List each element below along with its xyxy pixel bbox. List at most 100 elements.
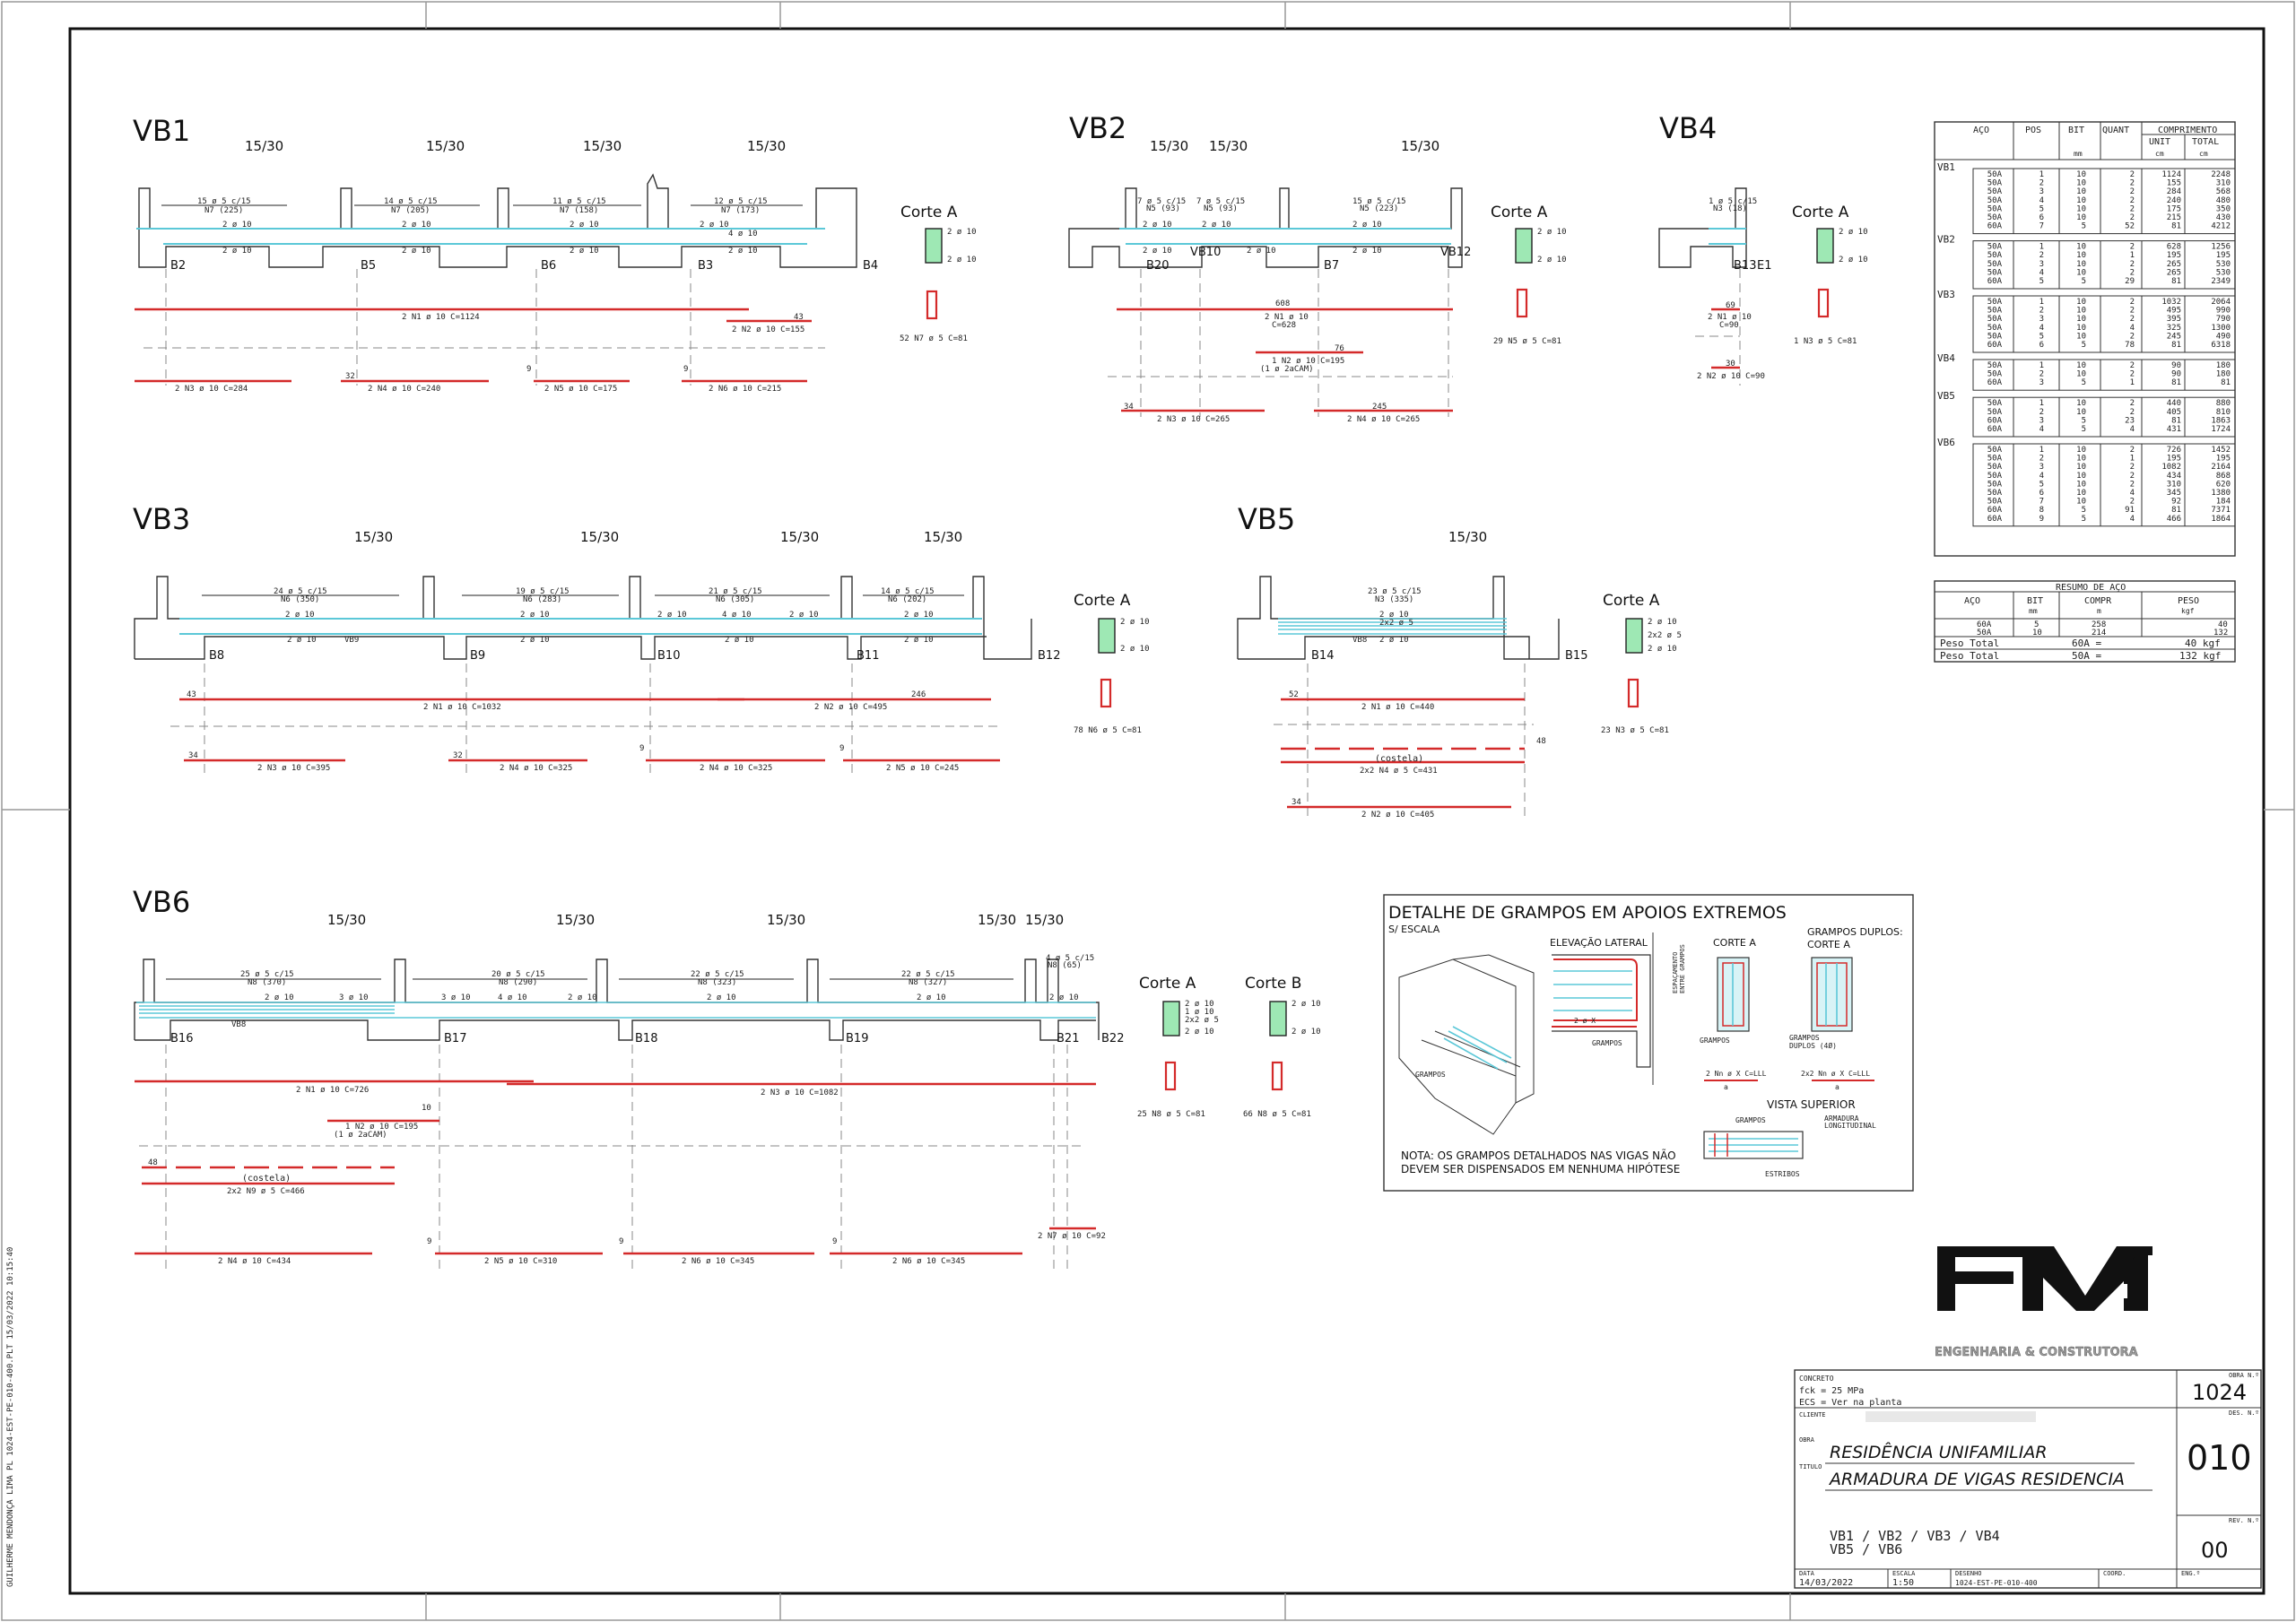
vb1-section-2: 15/30 [426,138,465,154]
steel-cell: 10 [2076,463,2086,472]
beam-vb3: VB3 15/30 15/30 15/30 15/30 24 ø 5 c/15 … [133,502,1150,776]
steel-cell: 2064 [2211,298,2231,307]
steel-cell: 10 [2076,498,2086,507]
summary-r1-bit: 5 [2034,620,2039,629]
vb1-bar-n1: 2 N1 ø 10 C=1124 [402,313,480,322]
summary-r1-compr: 258 [2092,620,2106,629]
summary-r2-peso: 132 [2213,629,2228,638]
steel-cell: 1724 [2211,425,2231,434]
vb2-bottom-2: 2 ø 10 [1247,247,1276,256]
vb2-section-bottom: 2 ø 10 [1537,256,1567,265]
steel-group-vb2: VB2 [1937,234,1955,246]
vb1-bar-n6: 2 N6 ø 10 C=215 [709,385,781,394]
vb3-section-top: 2 ø 10 [1120,618,1150,627]
steel-cell: 310 [2167,480,2181,489]
vb4-bar-n1-c: C=90 [1719,321,1739,330]
steel-cell: 4 [2130,324,2135,333]
steel-cell: 50A [1987,472,2003,481]
steel-cell: 50A [1987,446,2003,455]
steel-cell: 3 [2039,315,2044,324]
steel-cell: 7371 [2211,506,2231,515]
detail-espacamento-1: ESPAÇAMENTO [1672,952,1679,993]
vb6-support-b18: B18 [635,1032,657,1045]
summary-h-m: m [2097,607,2101,615]
vb1-top-2: 2 ø 10 [402,221,431,230]
vb2-section-rect [1515,228,1533,264]
steel-group-box [1972,359,2236,391]
tb-obra-n-label: OBRA N.º [2229,1372,2259,1379]
steel-cell: 50A [1987,268,2003,277]
steel-cell: 1 [2130,378,2135,387]
vb3-stirrup-1b: N6 (350) [281,595,319,604]
detail-grampos-corte: GRAMPOS [1700,1037,1730,1045]
vb2-section-note: 29 N5 ø 5 C=81 [1493,337,1561,346]
vb1-top-3: 2 ø 10 [570,221,599,230]
steel-cell: 215 [2167,213,2181,222]
vb2-corte-a: Corte A [1491,204,1548,221]
steel-cell: 50A [1987,489,2003,498]
vb6-bar-n2: 1 N2 ø 10 C=195 [345,1123,418,1132]
vb3-top-3: 2 ø 10 [657,611,687,620]
steel-cell: 10 [2076,213,2086,222]
vb5-stirrup-a: 23 ø 5 c/15 [1368,587,1422,596]
steel-cell: 5 [2082,515,2086,524]
steel-cell: 568 [2216,187,2231,196]
vb2-stirrup-2a: 7 ø 5 c/15 [1196,197,1245,206]
steel-group-box [1972,240,2236,290]
vb3-support-b12: B12 [1038,649,1060,663]
vb3-stirrup-3a: 21 ø 5 c/15 [709,587,762,596]
steel-cell: 6 [2039,489,2044,498]
steel-cell: 1082 [2161,463,2181,472]
tb-data-label: DATA [1799,1570,1815,1577]
steel-cell: 50A [1987,170,2003,179]
steel-cell: 50A [1987,251,2003,260]
steel-cell: 6 [2039,213,2044,222]
vb3-bar-n3: 2 N3 ø 10 C=395 [257,764,330,773]
vb4-stirrup-b: N3 (18) [1713,204,1747,213]
grampos-detail: DETALHE DE GRAMPOS EM APOIOS EXTREMOS S/… [1383,894,1914,1192]
tb-escala: 1:50 [1892,1578,1914,1588]
vb4-corte-a: Corte A [1792,204,1849,221]
steel-cell: 350 [2216,204,2231,213]
summary-total1-val: 40 kgf [2185,638,2221,649]
steel-cell: 29 [2125,277,2135,286]
vb3-stirrup-4b: N6 (202) [888,595,926,604]
vb1-stirrup-1b: N7 (225) [204,206,243,215]
summary-h-compr: COMPR [2084,596,2112,606]
vb2-bar-n2-note: (1 ø 2aCAM) [1260,365,1314,374]
steel-cell: 2 [2039,251,2044,260]
vb6-stirrup-b-shape [1271,1061,1283,1091]
steel-cell: 81 [2171,277,2181,286]
vb1-support-b5: B5 [361,259,376,273]
steel-cell: 2 [2130,361,2135,370]
steel-cell: 265 [2167,260,2181,269]
vb2-stirrup-3b: N5 (223) [1360,204,1398,213]
steel-cell: 2164 [2211,463,2231,472]
vb6-section-b-bottom: 2 ø 10 [1292,1028,1321,1037]
tb-rev-n: 00 [2201,1538,2229,1563]
tb-obra-label: OBRA [1799,1436,1815,1444]
table-h-cm2: cm [2199,150,2208,158]
steel-group-vb5: VB5 [1937,390,1955,402]
vb4-stirrup-shape [1817,288,1830,318]
vb6-stirrup-3b: N8 (323) [698,978,736,987]
steel-group-box [1972,396,2236,438]
summary-total1-label: Peso Total [1940,638,1999,649]
vb1-bar-n5-dim: 9 [526,365,531,374]
vb6-bar-n1: 2 N1 ø 10 C=726 [296,1086,369,1095]
steel-cell: 1 [2039,298,2044,307]
steel-group-box [1972,443,2236,527]
vb6-top-5: 2 ø 10 [568,993,597,1002]
steel-cell: 1124 [2161,170,2181,179]
drawing-border [68,27,2266,1595]
steel-cell: 3 [2039,416,2044,425]
vb2-bar-n2: 1 N2 ø 10 C=195 [1272,357,1344,366]
steel-cell: 78 [2125,341,2135,350]
detail-estribos: ESTRIBOS [1765,1170,1800,1178]
steel-cell: 2 [2130,298,2135,307]
tb-obra: RESIDÊNCIA UNIFAMILIAR [1830,1442,2048,1462]
steel-cell: 60A [1987,222,2003,231]
steel-cell: 440 [2167,399,2181,408]
vb2-dim-34: 34 [1124,403,1134,412]
steel-cell: 5 [2039,480,2044,489]
